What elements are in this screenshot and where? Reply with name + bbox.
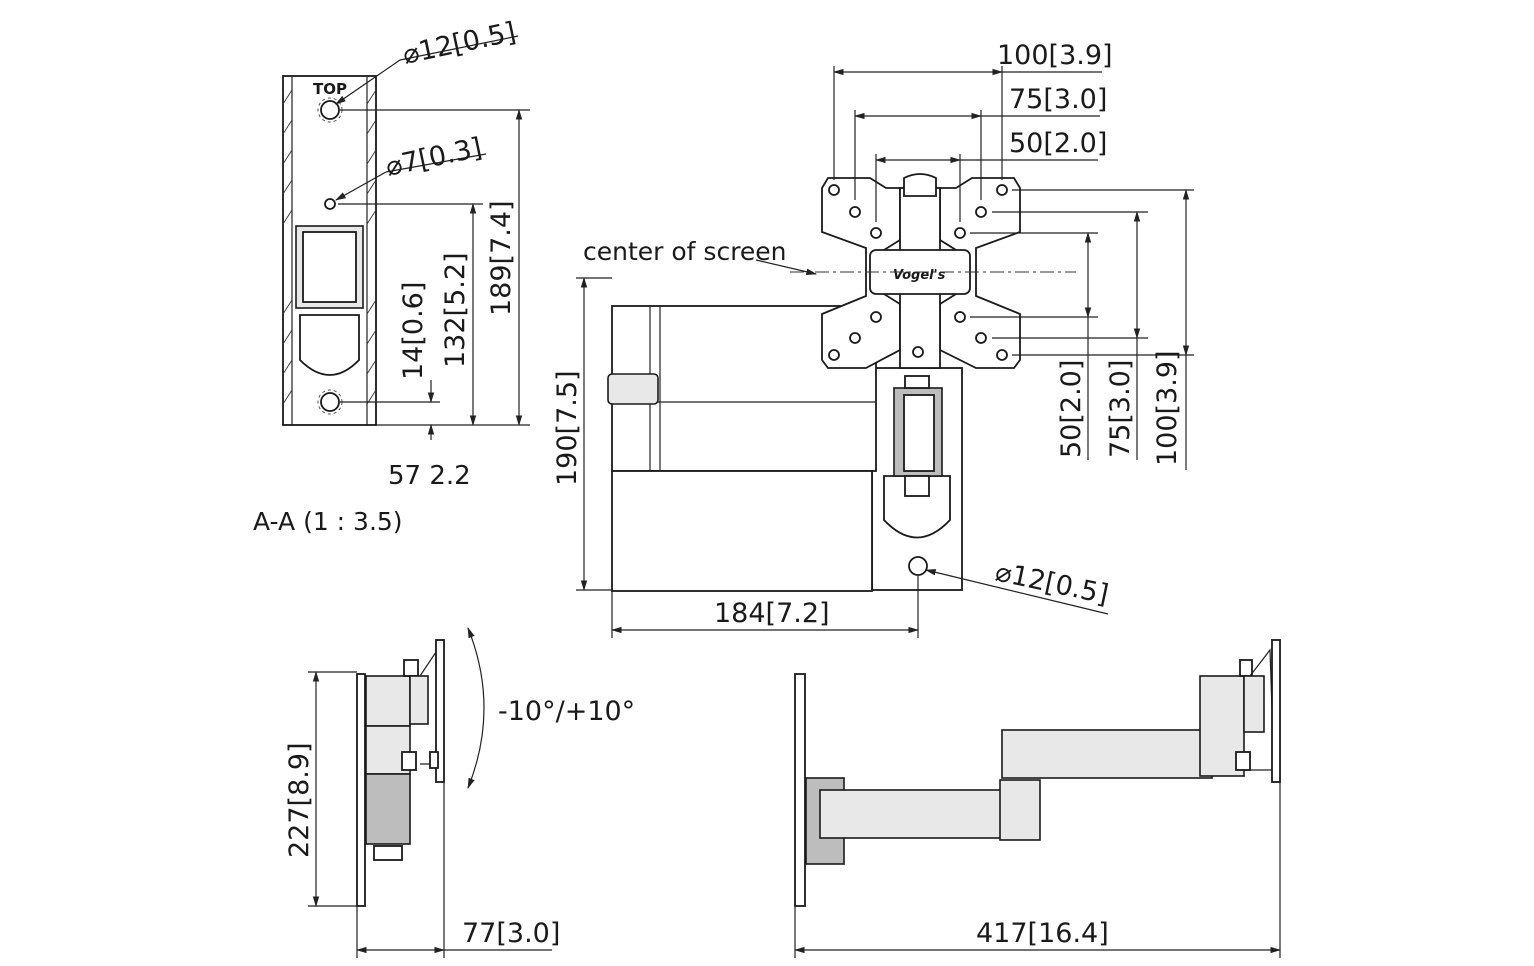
- tilt-arrow: [467, 626, 485, 790]
- wall-hole: [908, 556, 928, 576]
- ext-vesa-plate: [1271, 639, 1281, 783]
- arm-lower: [611, 470, 873, 592]
- dim-132: 132[5.2]: [440, 252, 471, 368]
- dim-v75: 75[3.0]: [1105, 360, 1136, 458]
- dim-v100: 100[3.9]: [1152, 350, 1183, 466]
- tilt-label: -10°/+10°: [498, 696, 635, 727]
- section-wall-hatching: [282, 76, 377, 425]
- arm-joint: [607, 373, 659, 405]
- bottom-hole: [320, 392, 340, 412]
- dim-h75: 75[3.0]: [1009, 84, 1107, 115]
- side-wall-plate: [356, 673, 366, 907]
- center-label: center of screen: [583, 237, 787, 266]
- section-view: TOP ⌀12[0.5] ⌀7[0.3] 189[: [253, 17, 530, 536]
- side-vesa-plate: [435, 639, 445, 783]
- section-caption: A-A (1 : 3.5): [253, 507, 403, 536]
- wall-plate-lobe: [883, 475, 951, 539]
- dim-side-height: 227[8.9]: [284, 742, 315, 858]
- section-lobe: [299, 314, 360, 376]
- dim-wall-hole: ⌀12[0.5]: [993, 557, 1112, 611]
- side-view: -10°/+10° 227[8.9] 77[3.0]: [284, 626, 635, 958]
- dim-top-hole: ⌀12[0.5]: [400, 17, 519, 71]
- ext-wall-plate: [794, 673, 806, 907]
- top-hole: [320, 100, 340, 120]
- top-label: TOP: [313, 80, 347, 98]
- dim-width-57: 57 2.2: [388, 461, 471, 491]
- dim-h50: 50[2.0]: [1009, 128, 1107, 159]
- dim-ext-length: 417[16.4]: [976, 918, 1109, 949]
- dim-mid-hole: ⌀7[0.3]: [383, 132, 485, 183]
- mid-hole: [324, 198, 336, 210]
- front-view: Vogel's center of screen 100[3.9]: [552, 40, 1194, 638]
- dim-14: 14[0.6]: [398, 282, 429, 380]
- ext-arm-2: [1001, 729, 1213, 779]
- dim-width-184: 184[7.2]: [714, 598, 830, 629]
- ext-arm-1: [819, 789, 1011, 839]
- dim-h100: 100[3.9]: [997, 40, 1113, 71]
- dim-height-190: 190[7.5]: [552, 370, 583, 486]
- vesa-holes: [828, 184, 1008, 361]
- dim-v50: 50[2.0]: [1056, 360, 1087, 458]
- dim-side-depth: 77[3.0]: [462, 918, 560, 949]
- vogels-logo: Vogel's: [893, 268, 946, 283]
- extended-view: 417[16.4]: [793, 639, 1282, 958]
- dim-189: 189[7.4]: [486, 200, 517, 316]
